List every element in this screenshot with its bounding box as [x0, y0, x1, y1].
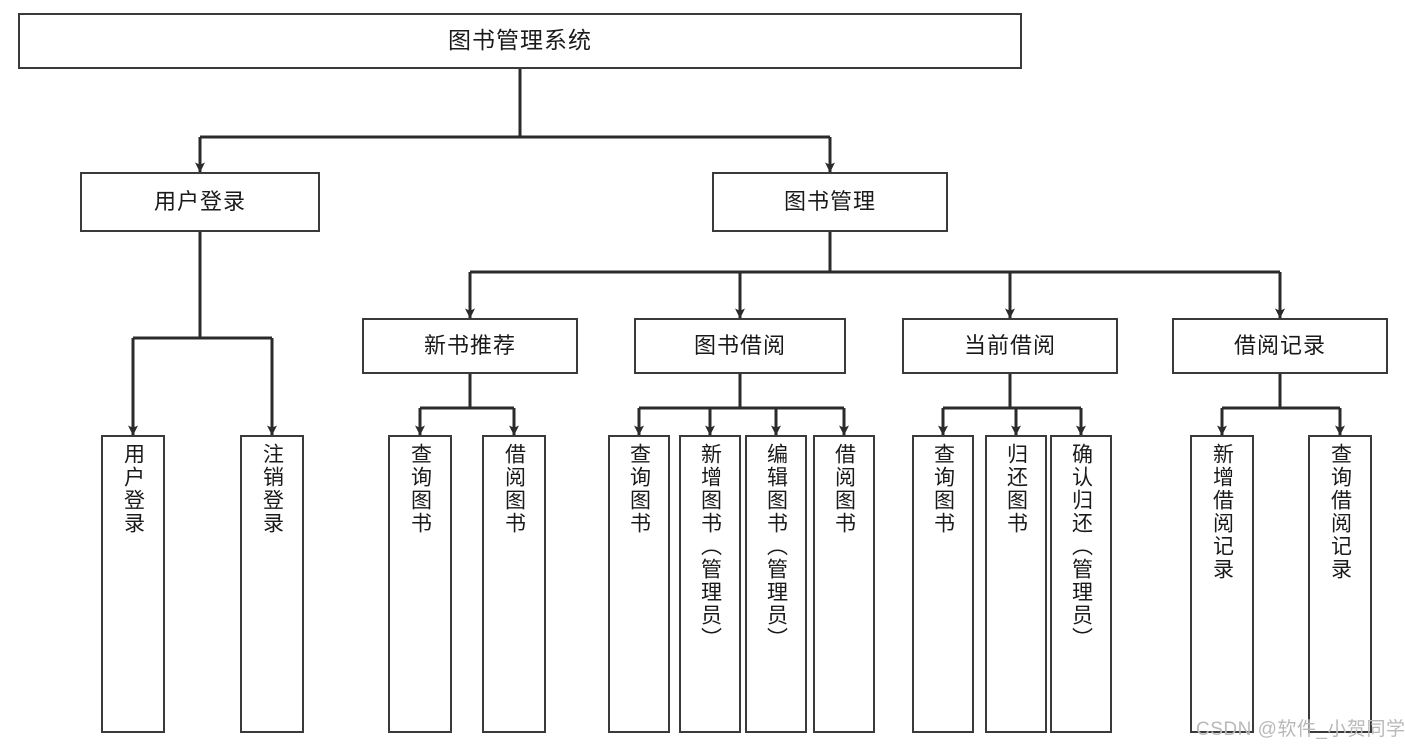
connector-lines [128, 69, 1345, 436]
node-leaf-query-book-c[interactable]: 查询图书 [912, 435, 974, 733]
node-leaf-return-book[interactable]: 归还图书 [985, 435, 1047, 733]
node-label-leaf-query-record: 查询借阅记录 [1328, 443, 1352, 581]
node-root[interactable]: 图书管理系统 [18, 13, 1022, 69]
node-leaf-user-logout[interactable]: 注销登录 [240, 435, 304, 733]
node-label-leaf-add-record: 新增借阅记录 [1210, 443, 1234, 581]
node-label-current-borrow: 当前借阅 [963, 332, 1056, 358]
node-leaf-user-login[interactable]: 用户登录 [101, 435, 165, 733]
node-label-leaf-borrow-book-b: 借阅图书 [832, 443, 856, 535]
node-leaf-borrow-book-b[interactable]: 借阅图书 [813, 435, 875, 733]
node-leaf-edit-book[interactable]: 编辑图书（管理员） [745, 435, 807, 733]
node-label-leaf-query-book-b: 查询图书 [627, 443, 651, 535]
node-new-book-rec[interactable]: 新书推荐 [362, 318, 578, 374]
node-label-leaf-query-book-c: 查询图书 [931, 443, 955, 535]
node-label-leaf-add-book: 新增图书（管理员） [698, 443, 722, 650]
node-label-user-login: 用户登录 [153, 188, 246, 214]
node-leaf-add-book[interactable]: 新增图书（管理员） [679, 435, 741, 733]
node-label-book-manage: 图书管理 [783, 188, 876, 214]
node-leaf-add-record[interactable]: 新增借阅记录 [1190, 435, 1254, 733]
node-label-leaf-confirm-return: 确认归还（管理员） [1069, 443, 1093, 650]
node-label-borrow-record: 借阅记录 [1233, 332, 1326, 358]
node-leaf-query-book-rec[interactable]: 查询图书 [388, 435, 452, 733]
node-leaf-query-record[interactable]: 查询借阅记录 [1308, 435, 1372, 733]
node-label-root: 图书管理系统 [448, 27, 592, 54]
node-label-leaf-query-book-rec: 查询图书 [408, 443, 432, 535]
node-book-manage[interactable]: 图书管理 [712, 172, 948, 232]
node-leaf-borrow-book-rec[interactable]: 借阅图书 [482, 435, 546, 733]
node-book-borrow[interactable]: 图书借阅 [634, 318, 846, 374]
node-label-new-book-rec: 新书推荐 [423, 332, 516, 358]
csdn-watermark: CSDN @软件_小贺同学 [1196, 719, 1405, 740]
node-borrow-record[interactable]: 借阅记录 [1172, 318, 1388, 374]
node-label-book-borrow: 图书借阅 [693, 332, 786, 358]
node-user-login[interactable]: 用户登录 [80, 172, 320, 232]
node-label-leaf-edit-book: 编辑图书（管理员） [764, 443, 788, 650]
node-leaf-query-book-b[interactable]: 查询图书 [608, 435, 670, 733]
node-current-borrow[interactable]: 当前借阅 [902, 318, 1118, 374]
node-label-leaf-borrow-book-rec: 借阅图书 [502, 443, 526, 535]
node-label-leaf-return-book: 归还图书 [1004, 443, 1028, 535]
node-leaf-confirm-return[interactable]: 确认归还（管理员） [1050, 435, 1112, 733]
node-label-leaf-user-logout: 注销登录 [260, 443, 284, 535]
node-label-leaf-user-login: 用户登录 [121, 443, 145, 535]
